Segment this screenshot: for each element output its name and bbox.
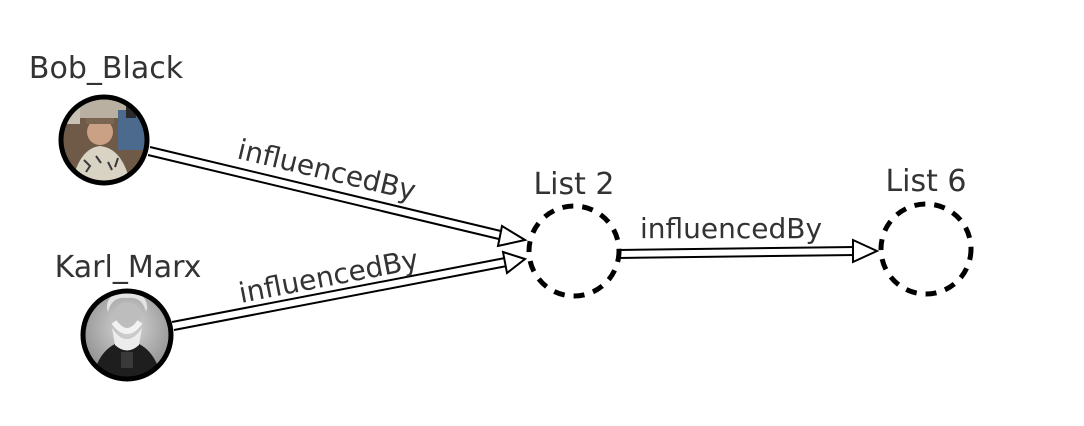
node-karl-marx[interactable] — [80, 288, 174, 382]
arrowhead — [852, 238, 880, 264]
edge-list-2-to-list-6 — [617, 238, 880, 264]
edge-bob-black-to-list-2 — [147, 146, 528, 248]
node-label-bob-black: Bob_Black — [29, 51, 184, 86]
edge-karl-marx-to-list-2 — [171, 250, 528, 331]
node-list-2[interactable] — [526, 203, 622, 299]
edge-label-bob-black: influencedBy — [234, 133, 419, 208]
node-list-6[interactable] — [878, 201, 974, 297]
arrowhead — [501, 250, 528, 275]
node-label-list-2: List 2 — [533, 167, 614, 202]
node-label-list-6: List 6 — [885, 164, 966, 199]
node-bob-black[interactable] — [58, 94, 150, 186]
edge-label-list-2: influencedBy — [640, 212, 822, 245]
node-label-karl-marx: Karl_Marx — [55, 250, 202, 285]
avatar — [84, 292, 170, 378]
arrowhead — [496, 224, 528, 248]
